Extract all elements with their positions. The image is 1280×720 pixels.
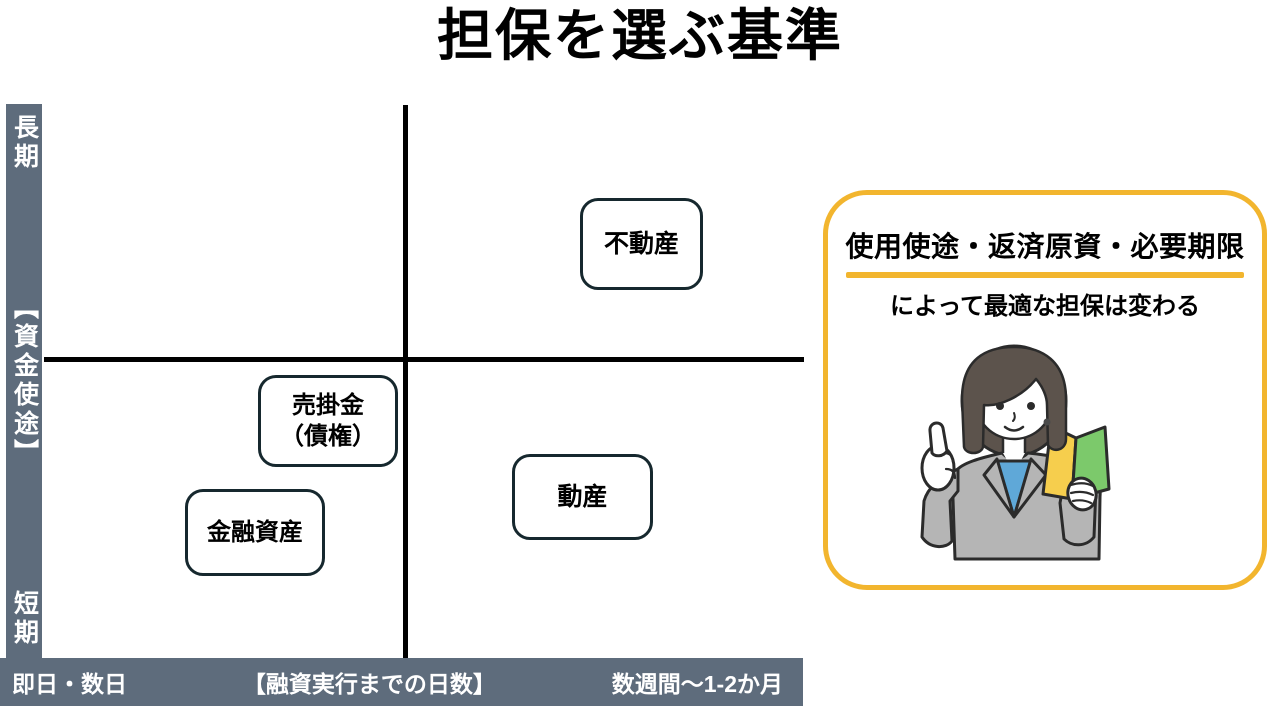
horizontal-axis-line [44, 357, 804, 362]
lapel-right [1012, 457, 1048, 519]
vertical-axis-line [403, 105, 408, 658]
item-box-financial-assets: 金融資産 [185, 489, 325, 576]
x-axis-label-same-day: 即日・数日 [12, 671, 127, 697]
hair-front [960, 345, 1068, 455]
callout-underline [846, 272, 1244, 278]
y-axis-bar: 長期 【資金使途】 短期 [6, 104, 42, 658]
earring [1043, 418, 1051, 426]
item-box-real-estate: 不動産 [580, 198, 703, 290]
mouth [1003, 425, 1025, 432]
callout-box: 使用使途・返済原資・必要期限 によって最適な担保は変わる [823, 190, 1267, 590]
callout-heading: 使用使途・返済原資・必要期限 [845, 231, 1245, 262]
y-axis-label-long-term: 長期 [10, 114, 39, 172]
y-axis-title: 【資金使途】 [10, 294, 39, 468]
pointing-finger [928, 421, 949, 458]
eye-left [996, 402, 1004, 410]
eye-right [1027, 402, 1035, 410]
page-title: 担保を選ぶ基準 [437, 4, 843, 67]
x-axis-title: 【融資実行までの日数】 [242, 671, 496, 697]
item-box-movables: 動産 [512, 454, 653, 540]
nose [1012, 412, 1016, 422]
x-axis-bar: 即日・数日 【融資実行までの日数】 数週間〜1-2か月 [0, 658, 803, 706]
woman-pointing-illustration [920, 344, 1111, 561]
x-axis-label-weeks: 数週間〜1-2か月 [611, 671, 783, 697]
item-box-accounts-receivable: 売掛金 （債権） [258, 375, 398, 467]
lapel-left [982, 457, 1016, 519]
right-hand-fingers [1069, 482, 1095, 505]
callout-subheading: によって最適な担保は変わる [889, 293, 1201, 320]
y-axis-label-short-term: 短期 [10, 590, 39, 648]
